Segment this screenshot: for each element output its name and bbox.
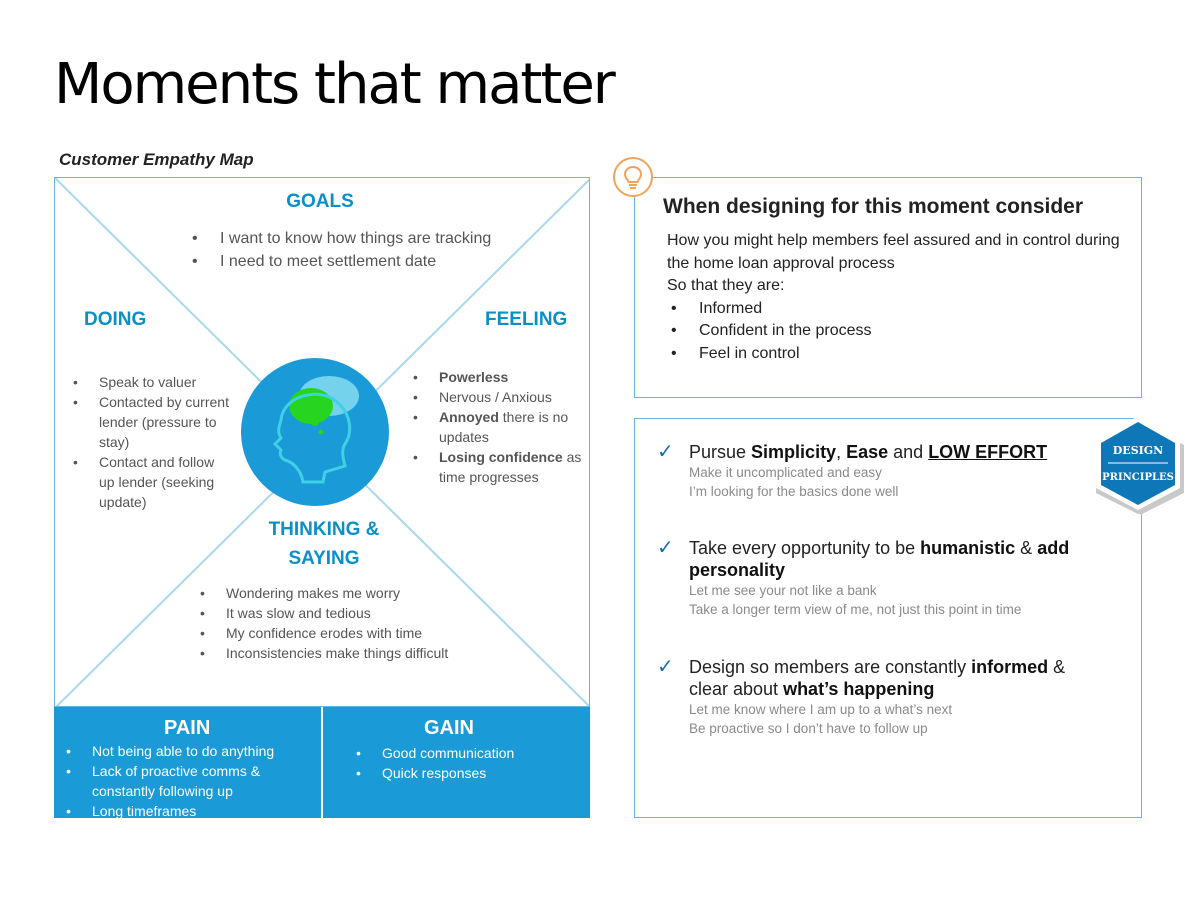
badge-line1: DESIGN xyxy=(1113,444,1163,457)
principle-detail: Let me know where I am up to a what’s ne… xyxy=(689,702,953,717)
principle-item: ✓ Take every opportunity to be humanisti… xyxy=(657,537,1077,619)
empathy-map-caption: Customer Empathy Map xyxy=(59,150,254,169)
list-item: Informed xyxy=(667,298,1127,321)
doing-list: Speak to valuer Contacted by current len… xyxy=(73,372,233,512)
list-item: Feel in control xyxy=(667,343,1127,366)
principle-detail: Make it uncomplicated and easy xyxy=(689,465,882,480)
consider-panel: When designing for this moment consider … xyxy=(634,177,1142,398)
goals-list: I want to know how things are tracking I… xyxy=(192,228,492,273)
page-title: Moments that matter xyxy=(54,52,616,117)
checkmark-icon: ✓ xyxy=(657,656,674,678)
pain-gain-panel: PAIN Not being able to do anything Lack … xyxy=(54,707,590,821)
gain-list: Good communication Quick responses xyxy=(356,743,576,783)
lightbulb-icon xyxy=(613,157,653,197)
list-item: Speak to valuer xyxy=(73,372,233,392)
list-item: Not being able to do anything xyxy=(66,741,316,761)
pain-list: Not being able to do anything Lack of pr… xyxy=(66,741,316,821)
divider xyxy=(321,707,323,818)
list-item: I need to meet settlement date xyxy=(192,251,492,274)
head-thought-icon xyxy=(241,358,389,506)
list-item: Contact and follow up lender (seeking up… xyxy=(73,452,233,512)
principle-heading: Design so members are constantly informe… xyxy=(689,657,1066,699)
consider-intro: How you might help members feel assured … xyxy=(667,232,1120,272)
principle-detail: Let me see your not like a bank xyxy=(689,583,877,598)
gain-title: GAIN xyxy=(424,717,474,739)
list-item: Long timeframes xyxy=(66,801,316,821)
principle-detail: Be proactive so I don’t have to follow u… xyxy=(689,721,928,736)
design-principles-panel: ✓ Pursue Simplicity, Ease and LOW EFFORT… xyxy=(634,418,1142,818)
consider-list: Informed Confident in the process Feel i… xyxy=(667,298,1127,366)
principle-detail: Take a longer term view of me, not just … xyxy=(689,602,1022,617)
badge-line2: PRINCIPLES xyxy=(1102,472,1174,483)
principle-heading: Pursue Simplicity, Ease and LOW EFFORT xyxy=(689,442,1048,462)
list-item: Annoyed there is no updates xyxy=(413,407,583,447)
principle-detail: I’m looking for the basics done well xyxy=(689,484,899,499)
principle-item: ✓ Pursue Simplicity, Ease and LOW EFFORT… xyxy=(657,441,1077,501)
empathy-map: GOALS I want to know how things are trac… xyxy=(54,177,590,707)
feeling-list: Powerless Nervous / Anxious Annoyed ther… xyxy=(413,367,583,487)
feeling-title: FEELING xyxy=(485,309,568,330)
thinking-list: Wondering makes me worry It was slow and… xyxy=(200,583,530,663)
list-item: Good communication xyxy=(356,743,576,763)
consider-body: How you might help members feel assured … xyxy=(667,230,1127,365)
goals-title: GOALS xyxy=(286,191,354,212)
principle-heading: Take every opportunity to be humanistic … xyxy=(689,538,1070,580)
list-item: Contacted by current lender (pressure to… xyxy=(73,392,233,452)
list-item: Inconsistencies make things difficult xyxy=(200,643,530,663)
list-item: Losing confidence as time progresses xyxy=(413,447,583,487)
list-item: My confidence erodes with time xyxy=(200,623,530,643)
list-item: Quick responses xyxy=(356,763,576,783)
checkmark-icon: ✓ xyxy=(657,441,674,463)
list-item: Powerless xyxy=(413,367,583,387)
list-item: Lack of proactive comms & constantly fol… xyxy=(66,761,316,801)
list-item: I want to know how things are tracking xyxy=(192,228,492,251)
doing-title: DOING xyxy=(84,309,147,330)
consider-so-that: So that they are: xyxy=(667,277,785,294)
list-item: Nervous / Anxious xyxy=(413,387,583,407)
thinking-saying-title: THINKING & SAYING xyxy=(268,519,380,569)
pain-title: PAIN xyxy=(164,717,211,739)
list-item: It was slow and tedious xyxy=(200,603,530,623)
list-item: Wondering makes me worry xyxy=(200,583,530,603)
design-principles-badge: DESIGN PRINCIPLES xyxy=(1096,416,1184,514)
list-item: Confident in the process xyxy=(667,320,1127,343)
consider-title: When designing for this moment consider xyxy=(663,195,1084,218)
principle-item: ✓ Design so members are constantly infor… xyxy=(657,656,1077,738)
checkmark-icon: ✓ xyxy=(657,537,674,559)
